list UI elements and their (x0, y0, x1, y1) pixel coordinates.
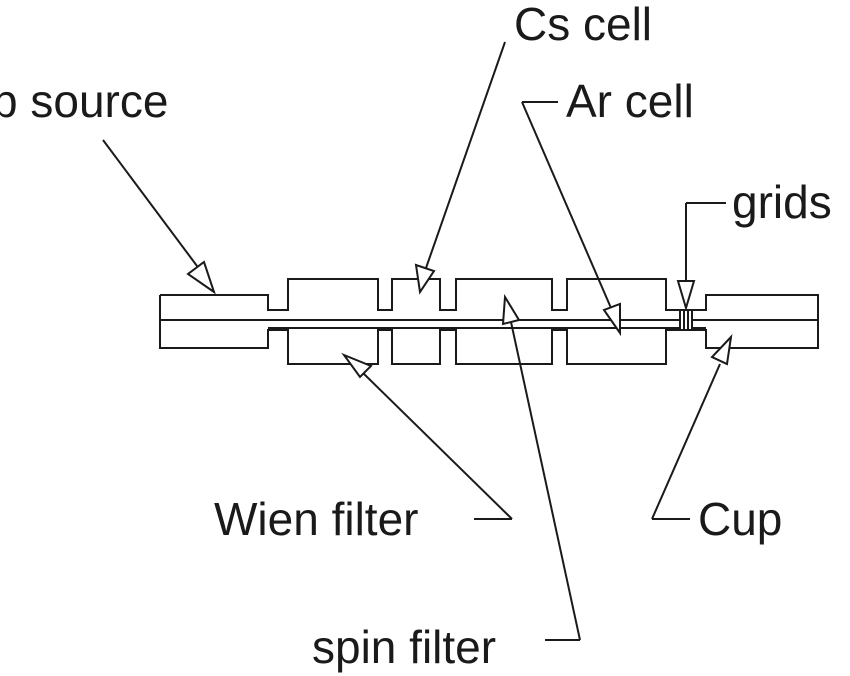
ar-cell-pointer (521, 101, 621, 337)
beamline-lower-outline (159, 295, 819, 365)
label-cup: Cup (698, 493, 782, 545)
cs-cell-pointer (414, 41, 506, 295)
grids-element (679, 309, 693, 331)
label-grids: grids (732, 176, 832, 228)
label-source: p source (0, 75, 168, 127)
label-wien-filter: Wien filter (214, 493, 418, 545)
cup-pointer (651, 334, 733, 520)
source-pointer (102, 139, 216, 295)
grids-pointer (676, 202, 726, 312)
wien-filter-pointer (341, 352, 513, 520)
label-spin-filter: spin filter (312, 621, 496, 673)
label-cs-cell: Cs cell (514, 0, 652, 50)
beamline-upper-outline (160, 278, 819, 320)
spin-filter-pointer (501, 293, 581, 641)
label-ar-cell: Ar cell (566, 75, 694, 127)
